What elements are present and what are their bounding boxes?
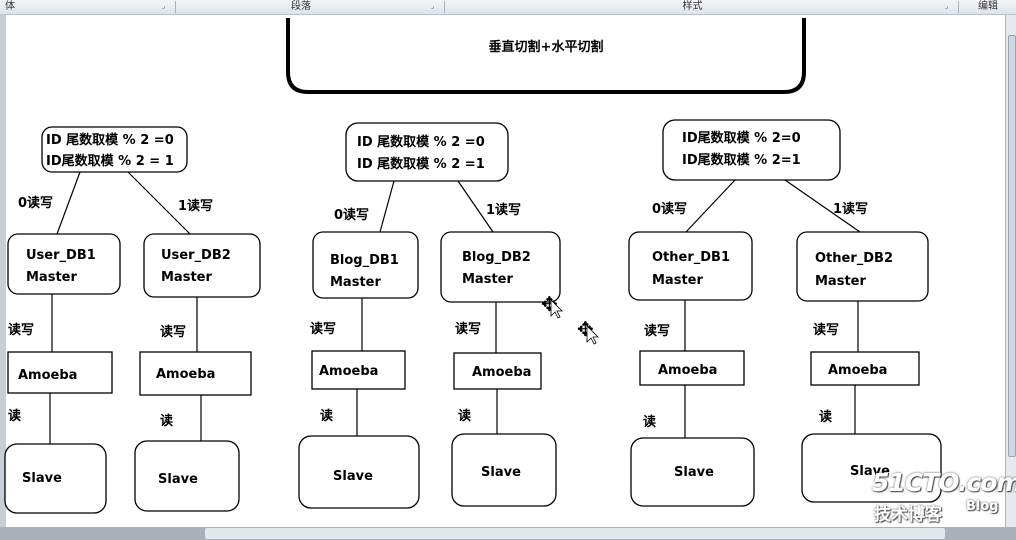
write-label-0: 0读写 xyxy=(18,195,53,211)
amoeba-proxy-label: Amoeba xyxy=(319,364,378,379)
shard-rule-box xyxy=(345,122,509,182)
read-label: 读 xyxy=(458,408,471,424)
slave-db-box xyxy=(134,440,240,512)
slave-db-box xyxy=(801,433,942,503)
amoeba-proxy-label: Amoeba xyxy=(658,363,717,378)
master-db-box xyxy=(312,231,419,299)
read-label: 读 xyxy=(643,414,656,430)
write-label-0: 0读写 xyxy=(334,207,369,223)
amoeba-proxy-box xyxy=(139,351,252,396)
slave-db-label: Slave xyxy=(674,465,714,480)
ribbon-group-font[interactable]: 体 xyxy=(5,1,15,12)
shard-rule-odd: ID尾数取模 % 2=1 xyxy=(682,152,801,168)
watermark-blog: Blog xyxy=(966,499,999,514)
ribbon-separator xyxy=(444,1,445,13)
master-db-box xyxy=(143,233,261,298)
shard-rule-even: ID 尾数取模 % 2 =0 xyxy=(46,132,174,148)
shard-rule-odd: ID尾数取模 % 2 = 1 xyxy=(46,153,174,169)
master-db-box xyxy=(440,231,561,303)
read-label: 读 xyxy=(320,408,333,424)
move-cursor-icon: ✥ xyxy=(577,317,599,345)
rw-label: 读写 xyxy=(644,323,670,339)
master-db-name: Other_DB2 xyxy=(815,251,893,266)
rw-label: 读写 xyxy=(310,321,336,337)
read-label: 读 xyxy=(8,408,21,424)
column-blog: ID 尾数取模 % 2 =0 ID 尾数取模 % 2 =1 0读写 1读写 Bl… xyxy=(298,122,561,509)
write-label-1: 1读写 xyxy=(178,198,213,214)
shard-rule-odd: ID 尾数取模 % 2 =1 xyxy=(357,156,485,172)
master-db-role: Master xyxy=(462,272,513,287)
slave-db-box xyxy=(630,437,755,507)
amoeba-proxy-box xyxy=(810,351,920,386)
ribbon-separator xyxy=(175,1,176,13)
launcher-icon[interactable]: ⌟ xyxy=(945,2,949,10)
amoeba-proxy-label: Amoeba xyxy=(18,368,77,383)
launcher-icon[interactable]: ⌟ xyxy=(431,2,435,10)
slave-db-box xyxy=(451,433,557,507)
watermark-site: 51CTO.com xyxy=(872,468,1016,497)
master-db-box xyxy=(628,231,753,301)
rw-label: 读写 xyxy=(813,322,839,338)
master-db-role: Master xyxy=(161,270,212,285)
ribbon-bar: 体 ⌟ 段落 ⌟ 样式 ⌟ 编辑 xyxy=(0,0,1016,15)
slave-db-label: Slave xyxy=(481,465,521,480)
write-label-0: 0读写 xyxy=(652,201,687,217)
master-db-role: Master xyxy=(652,273,703,288)
horizontal-scrollbar[interactable] xyxy=(0,527,1016,540)
slave-db-box xyxy=(298,435,420,509)
slave-db-label: Slave xyxy=(333,469,373,484)
scroll-track[interactable] xyxy=(205,528,945,539)
master-db-box xyxy=(7,233,121,295)
amoeba-proxy-label: Amoeba xyxy=(156,367,215,382)
rw-label: 读写 xyxy=(160,324,186,340)
connectors xyxy=(49,171,861,444)
amoeba-proxy-label: Amoeba xyxy=(472,365,531,380)
write-label-1: 1读写 xyxy=(833,201,868,217)
master-db-name: User_DB1 xyxy=(26,248,96,263)
column-user: ID 尾数取模 % 2 =0 ID尾数取模 % 2 = 1 0读写 1读写 Us… xyxy=(4,126,261,514)
shard-rule-box xyxy=(41,126,188,173)
read-label: 读 xyxy=(160,413,173,429)
master-db-name: Blog_DB2 xyxy=(462,250,531,265)
amoeba-proxy-label: Amoeba xyxy=(828,363,887,378)
write-label-1: 1读写 xyxy=(486,202,521,218)
master-db-name: Blog_DB1 xyxy=(330,253,399,268)
ribbon-separator xyxy=(958,1,959,13)
column-other: ID尾数取模 % 2=0 ID尾数取模 % 2=1 0读写 1读写 Other_… xyxy=(628,119,942,507)
amoeba-proxy-box xyxy=(639,350,745,386)
ribbon-group-styles[interactable]: 样式 xyxy=(682,1,703,12)
master-db-name: User_DB2 xyxy=(161,248,231,263)
master-db-role: Master xyxy=(26,270,77,285)
master-db-name: Other_DB1 xyxy=(652,250,730,265)
shard-rule-even: ID尾数取模 % 2=0 xyxy=(682,130,801,146)
ribbon-group-editing[interactable]: 编辑 xyxy=(978,1,998,12)
rw-label: 读写 xyxy=(455,321,481,337)
shard-rule-even: ID 尾数取模 % 2 =0 xyxy=(357,134,485,150)
slave-db-label: Slave xyxy=(850,464,890,479)
rw-label: 读写 xyxy=(8,322,34,338)
diagram-title: 垂直切割+水平切割 xyxy=(489,39,604,55)
master-db-role: Master xyxy=(815,274,866,289)
site-watermark: 51CTO.com 技术博客 Blog xyxy=(872,468,1016,526)
title-box: 垂直切割+水平切割 xyxy=(286,18,806,94)
ribbon-group-paragraph[interactable]: 段落 xyxy=(291,1,311,12)
launcher-icon[interactable]: ⌟ xyxy=(162,2,166,10)
read-label: 读 xyxy=(819,409,832,425)
document-left-margin xyxy=(0,15,6,527)
amoeba-proxy-box xyxy=(453,352,542,390)
move-cursor-icon: ✥ xyxy=(541,292,563,319)
shard-rule-box xyxy=(662,119,841,181)
amoeba-proxy-box xyxy=(311,350,406,390)
slave-db-label: Slave xyxy=(22,471,62,486)
master-db-box xyxy=(796,231,929,302)
master-db-role: Master xyxy=(330,275,381,290)
watermark-tagline: 技术博客 xyxy=(874,505,942,525)
slave-db-box xyxy=(4,443,107,514)
slave-db-label: Slave xyxy=(158,472,198,487)
amoeba-proxy-box xyxy=(7,351,113,394)
